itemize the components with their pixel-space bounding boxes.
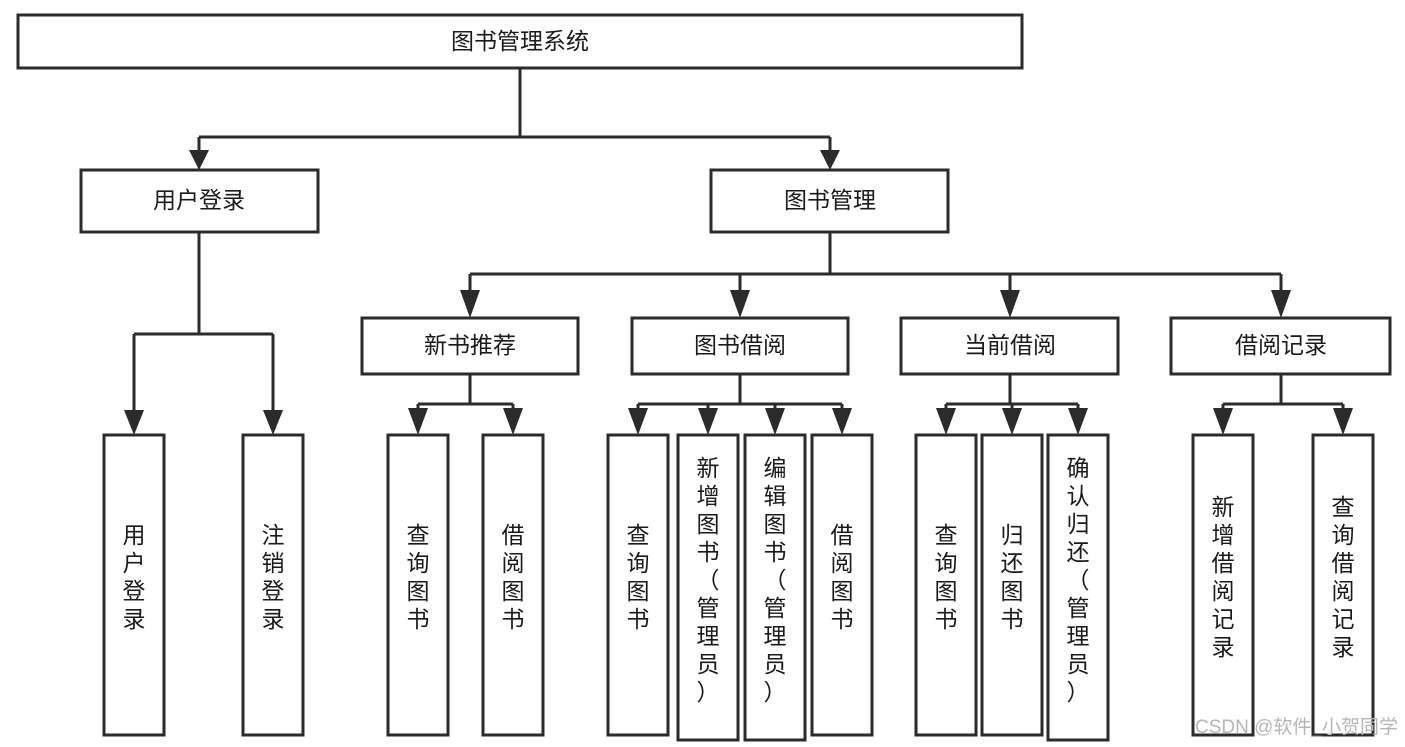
leaf-node-borrow-edit-book-label: 编辑图书（管理员） bbox=[764, 455, 787, 705]
leaf-node-logout[interactable]: 注销登录 bbox=[241, 433, 305, 737]
connector-layer bbox=[124, 68, 1353, 435]
node-book-management-box[interactable] bbox=[709, 168, 950, 234]
arrow-head-current-leaf-2 bbox=[1002, 408, 1022, 435]
leaf-node-recommend-borrow-book-label: 借阅图书 bbox=[502, 522, 525, 632]
leaf-node-current-confirm-return-label: 确认归还（管理员） bbox=[1067, 455, 1090, 705]
node-book-borrow-box[interactable] bbox=[630, 316, 850, 376]
leaf-node-current-return-book-label: 归还图书 bbox=[1001, 522, 1024, 632]
leaf-node-borrow-borrow-book-box[interactable] bbox=[810, 433, 874, 737]
leaf-node-borrow-edit-book-box[interactable] bbox=[743, 433, 807, 742]
leaf-node-recommend-borrow-book[interactable]: 借阅图书 bbox=[481, 433, 545, 737]
arrow-head-book-mgmt bbox=[820, 150, 840, 170]
node-new-book-recommend-box[interactable] bbox=[360, 316, 580, 376]
arrow-head-borrow-leaf-2 bbox=[698, 408, 718, 435]
node-book-borrow[interactable]: 图书借阅 bbox=[630, 316, 850, 376]
node-borrow-record[interactable]: 借阅记录 bbox=[1169, 316, 1392, 376]
leaf-node-borrow-add-book[interactable]: 新增图书（管理员） bbox=[676, 433, 740, 742]
leaf-node-current-return-book-box[interactable] bbox=[980, 433, 1044, 737]
arrow-head-user-login bbox=[189, 150, 209, 170]
node-current-borrow-label: 当前借阅 bbox=[964, 332, 1056, 358]
leaf-node-borrow-add-book-label: 新增图书（管理员） bbox=[697, 455, 720, 705]
arrow-head-borrow-leaf-3 bbox=[765, 408, 785, 435]
leaf-node-record-add-record-label: 新增借阅记录 bbox=[1212, 494, 1235, 660]
arrow-head-recommend-leaf-2 bbox=[503, 408, 523, 435]
arrow-head-leaf-user-login bbox=[124, 410, 144, 435]
node-root-box[interactable] bbox=[16, 13, 1024, 70]
leaf-node-record-add-record-box[interactable] bbox=[1191, 433, 1255, 737]
leaf-node-record-query-record-box[interactable] bbox=[1311, 433, 1375, 737]
leaf-node-borrow-add-book-box[interactable] bbox=[676, 433, 740, 742]
leaf-node-logout-box[interactable] bbox=[241, 433, 305, 737]
node-user-login-box[interactable] bbox=[79, 168, 320, 234]
arrow-head-current-leaf-1 bbox=[936, 408, 956, 435]
node-current-borrow-box[interactable] bbox=[899, 316, 1120, 376]
arrow-head-leaf-logout bbox=[263, 410, 283, 435]
arrow-head-borrow-record bbox=[1271, 290, 1291, 318]
leaf-node-current-confirm-return-box[interactable] bbox=[1046, 433, 1110, 742]
leaf-node-recommend-query-book-box[interactable] bbox=[386, 433, 450, 737]
arrow-head-current-borrow bbox=[1000, 290, 1020, 318]
leaf-node-borrow-query-book[interactable]: 查询图书 bbox=[606, 433, 670, 737]
arrow-head-book-borrow bbox=[730, 290, 750, 318]
leaf-node-record-add-record[interactable]: 新增借阅记录 bbox=[1191, 433, 1255, 737]
node-user-login-label: 用户登录 bbox=[153, 187, 245, 213]
node-new-book-recommend-label: 新书推荐 bbox=[424, 332, 516, 358]
leaf-node-record-query-record-label: 查询借阅记录 bbox=[1332, 494, 1355, 660]
node-user-login[interactable]: 用户登录 bbox=[79, 168, 320, 234]
node-current-borrow[interactable]: 当前借阅 bbox=[899, 316, 1120, 376]
leaf-node-borrow-query-book-box[interactable] bbox=[606, 433, 670, 737]
node-root-label: 图书管理系统 bbox=[451, 28, 589, 54]
leaf-node-current-query-book-box[interactable] bbox=[914, 433, 978, 737]
leaf-node-logout-label: 注销登录 bbox=[262, 522, 285, 632]
leaf-node-borrow-edit-book[interactable]: 编辑图书（管理员） bbox=[743, 433, 807, 742]
arrow-head-borrow-leaf-1 bbox=[628, 408, 648, 435]
leaf-node-recommend-query-book-label: 查询图书 bbox=[407, 522, 430, 632]
leaf-node-record-query-record[interactable]: 查询借阅记录 bbox=[1311, 433, 1375, 737]
leaf-node-current-return-book[interactable]: 归还图书 bbox=[980, 433, 1044, 737]
leaf-node-current-confirm-return[interactable]: 确认归还（管理员） bbox=[1046, 433, 1110, 742]
leaf-node-user-login[interactable]: 用户登录 bbox=[102, 433, 166, 737]
leaf-node-borrow-borrow-book[interactable]: 借阅图书 bbox=[810, 433, 874, 737]
arrow-head-new-book-recommend bbox=[460, 290, 480, 318]
node-new-book-recommend[interactable]: 新书推荐 bbox=[360, 316, 580, 376]
leaf-node-user-login-label: 用户登录 bbox=[123, 522, 146, 632]
leaf-node-borrow-query-book-label: 查询图书 bbox=[627, 522, 650, 632]
arrow-head-recommend-leaf-1 bbox=[408, 408, 428, 435]
leaf-node-recommend-query-book[interactable]: 查询图书 bbox=[386, 433, 450, 737]
arrow-head-current-leaf-3 bbox=[1068, 408, 1088, 435]
leaf-node-current-query-book[interactable]: 查询图书 bbox=[914, 433, 978, 737]
leaf-node-recommend-borrow-book-box[interactable] bbox=[481, 433, 545, 737]
node-book-management-label: 图书管理 bbox=[784, 187, 876, 213]
csdn-watermark: CSDN @软件_小贺同学 bbox=[1195, 716, 1398, 738]
leaf-node-current-query-book-label: 查询图书 bbox=[935, 522, 958, 632]
arrow-head-record-leaf-1 bbox=[1213, 408, 1233, 435]
node-borrow-record-label: 借阅记录 bbox=[1235, 332, 1327, 358]
node-borrow-record-box[interactable] bbox=[1169, 316, 1392, 376]
node-book-management[interactable]: 图书管理 bbox=[709, 168, 950, 234]
node-root-book-management-system[interactable]: 图书管理系统 bbox=[16, 13, 1024, 70]
leaf-node-user-login-box[interactable] bbox=[102, 433, 166, 737]
leaf-node-borrow-borrow-book-label: 借阅图书 bbox=[831, 522, 854, 632]
arrow-head-borrow-leaf-4 bbox=[832, 408, 852, 435]
arrow-head-record-leaf-2 bbox=[1333, 408, 1353, 435]
node-book-borrow-label: 图书借阅 bbox=[694, 332, 786, 358]
